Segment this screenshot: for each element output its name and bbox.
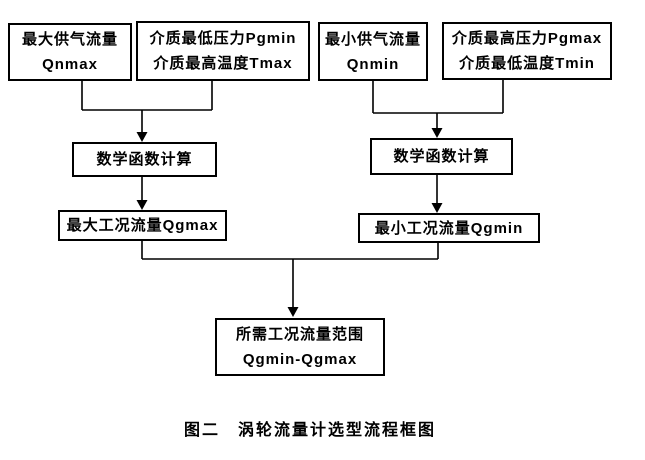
box-min-operating-flow: 最小工况流量Qgmin	[358, 213, 540, 243]
box-max-pressure-line: 介质最高压力Pgmax	[451, 30, 603, 47]
arrowhead-into-calc-right	[431, 128, 443, 138]
merge-left-top-lines	[81, 81, 213, 133]
box-max-operating-flow: 最大工况流量Qgmax	[58, 210, 227, 241]
box-math-calc-left-label: 数学函数计算	[96, 151, 193, 168]
box-math-calc-right-label: 数学函数计算	[393, 148, 490, 165]
arrowhead-into-qgmin	[431, 203, 443, 213]
figure-caption: 图二 涡轮流量计选型流程框图	[183, 422, 436, 439]
box-required-flow-range-line2: Qgmin-Qgmax	[242, 351, 358, 368]
box-max-operating-flow-label: 最大工况流量Qgmax	[66, 217, 219, 234]
merge-right-top-lines	[372, 80, 504, 129]
box-max-supply-flow-line1: 最大供气流量	[21, 31, 118, 48]
arrowhead-into-calc-left	[136, 132, 148, 142]
box-min-pressure-max-temp: 介质最低压力Pgmin 介质最高温度Tmax	[136, 21, 310, 81]
box-math-calc-left: 数学函数计算	[72, 142, 217, 177]
arrowhead-into-result	[287, 307, 299, 317]
box-min-supply-flow-line2: Qnmin	[346, 55, 400, 73]
arrowhead-into-qgmax	[136, 200, 148, 210]
box-max-pressure-min-temp: 介质最高压力Pgmax 介质最低温度Tmin	[442, 22, 612, 80]
box-max-temp-line: 介质最高温度Tmax	[153, 55, 293, 72]
box-min-operating-flow-label: 最小工况流量Qgmin	[374, 219, 524, 237]
merge-bottom-lines	[141, 241, 439, 308]
box-max-supply-flow-line2: Qnmax	[42, 56, 98, 73]
box-min-supply-flow: 最小供气流量 Qnmin	[318, 22, 428, 81]
box-max-supply-flow: 最大供气流量 Qnmax	[8, 23, 132, 81]
box-math-calc-right: 数学函数计算	[370, 138, 513, 175]
box-required-flow-range: 所需工况流量范围 Qgmin-Qgmax	[215, 318, 385, 376]
box-required-flow-range-line1: 所需工况流量范围	[235, 326, 364, 343]
box-min-supply-flow-line1: 最小供气流量	[324, 30, 421, 48]
box-min-temp-line: 介质最低温度Tmin	[459, 55, 595, 72]
box-min-pressure-line: 介质最低压力Pgmin	[149, 30, 297, 47]
